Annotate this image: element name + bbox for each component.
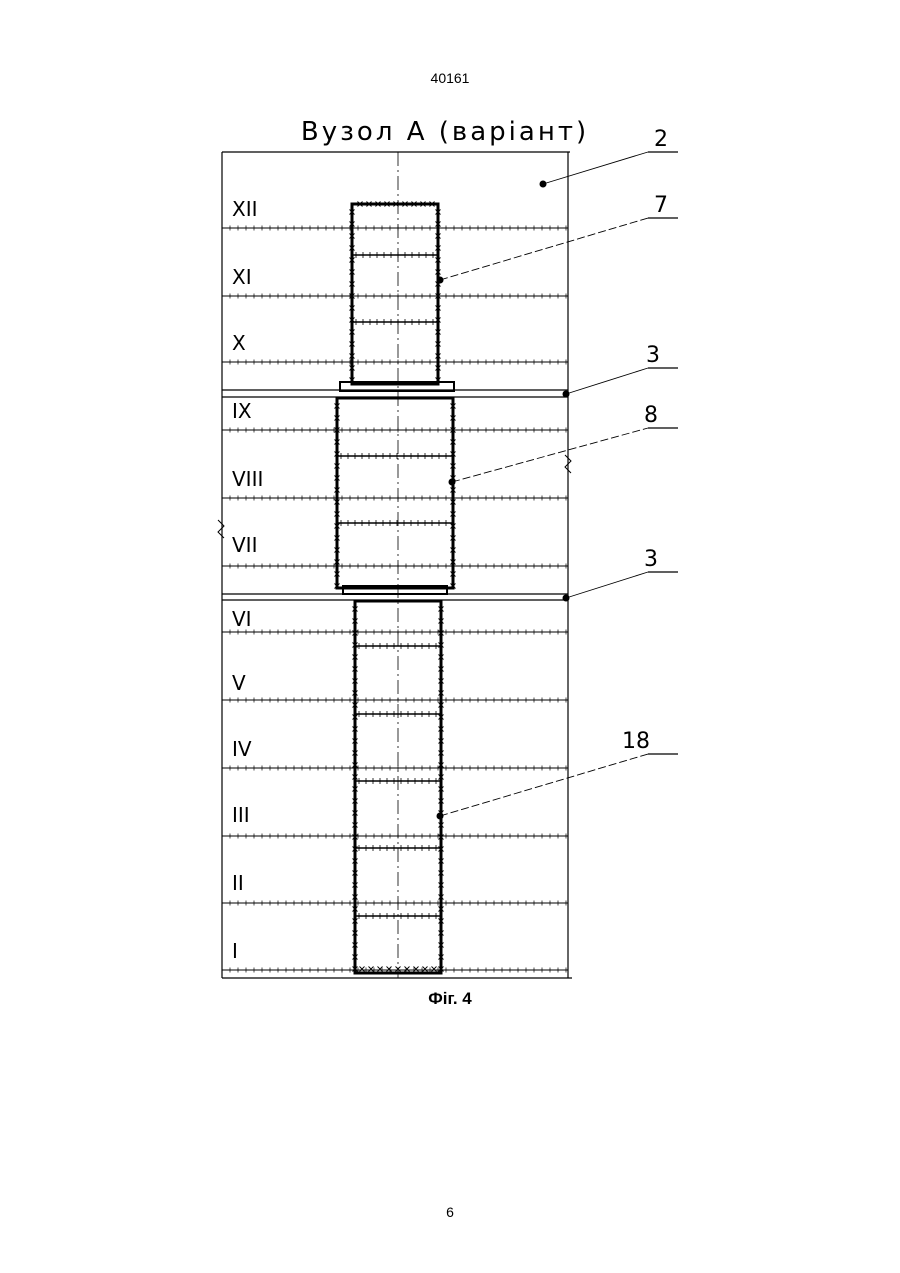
floor-label: II [232, 871, 244, 895]
x-mark [432, 967, 437, 972]
break-mark-right [565, 455, 571, 473]
floor-lines [222, 226, 568, 973]
page-number: 6 [0, 1204, 900, 1220]
floor-label: IV [232, 737, 252, 761]
floor-label: III [232, 803, 250, 827]
document-number: 40161 [0, 70, 900, 86]
leader-line [440, 754, 648, 816]
leader-line [566, 368, 648, 394]
x-mark [360, 967, 365, 972]
figure-title: Вузол А (варіант) [301, 117, 589, 147]
callouts: 2 7 3 8 3 18 [437, 127, 679, 820]
floor-label: VII [232, 533, 257, 557]
break-mark-left [218, 520, 224, 538]
x-mark [387, 967, 392, 972]
floor-label: V [232, 671, 246, 695]
floor-label: IX [232, 399, 252, 423]
x-mark [405, 967, 410, 972]
figure-caption: Фіг. 4 [0, 989, 900, 1009]
floor-label: XII [232, 197, 258, 221]
callout-label: 3 [644, 547, 658, 572]
leader-line [440, 218, 648, 280]
leader-line [452, 428, 648, 482]
floor-label: VI [232, 607, 252, 631]
floor-label: I [232, 939, 238, 963]
callout-label: 7 [654, 193, 668, 218]
leader-line [543, 152, 648, 184]
middle-column [337, 398, 453, 594]
drawing-figure: Вузол А (варіант) [200, 100, 700, 1000]
floor-labels: XIIXIXIXVIIIVIIVIVIVIIIIII [232, 197, 263, 963]
floor-label: XI [232, 265, 252, 289]
x-mark [423, 967, 428, 972]
leader-line [566, 572, 648, 598]
floor-label: X [232, 331, 246, 355]
outer-frame [222, 152, 572, 978]
callout-label: 18 [622, 729, 650, 754]
callout-label: 2 [654, 127, 668, 152]
x-mark [369, 967, 374, 972]
callout-label: 8 [644, 403, 658, 428]
callout-label: 3 [646, 343, 660, 368]
technical-drawing: Вузол А (варіант) [200, 100, 700, 1000]
floor-label: VIII [232, 467, 263, 491]
